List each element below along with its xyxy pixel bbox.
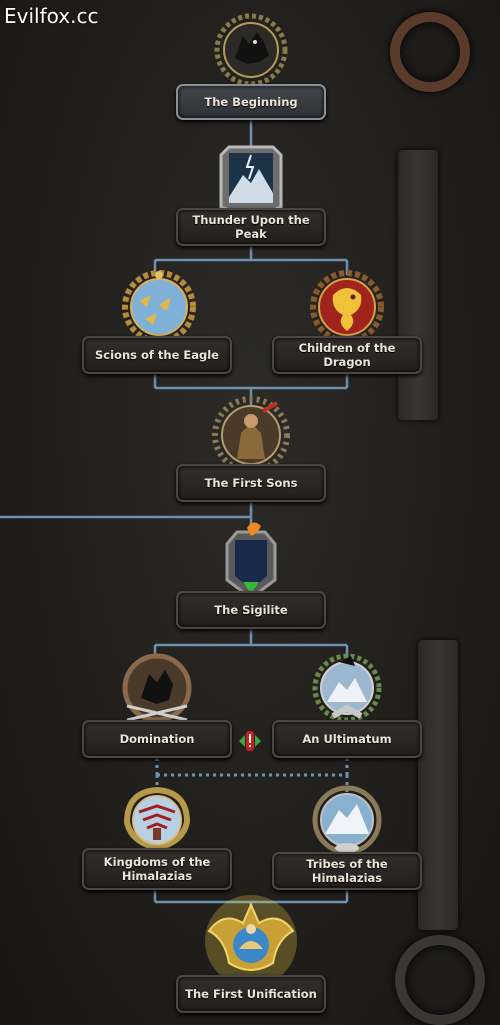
black-wolf-emblem-icon bbox=[207, 10, 295, 98]
focus-kingdoms-of-the-himalazias[interactable]: Kingdoms of the Himalazias bbox=[82, 782, 232, 912]
focus-domination[interactable]: Domination bbox=[82, 648, 232, 778]
focus-scions-of-the-eagle[interactable]: Scions of the Eagle bbox=[82, 265, 232, 395]
focus-the-sigilite[interactable]: The Sigilite bbox=[176, 520, 326, 650]
focus-thunder-upon-the-peak[interactable]: Thunder Upon the Peak bbox=[176, 137, 326, 267]
focus-the-first-sons[interactable]: The First Sons bbox=[176, 393, 326, 523]
frame-right-bar-bottom bbox=[418, 640, 458, 930]
eagles-icon bbox=[115, 265, 203, 353]
focus-label: Domination bbox=[82, 720, 232, 758]
pagoda-icon bbox=[113, 782, 201, 870]
focus-label: The Sigilite bbox=[176, 591, 326, 629]
focus-tribes-of-the-himalazias[interactable]: Tribes of the Himalazias bbox=[272, 782, 422, 912]
focus-label: An Ultimatum bbox=[272, 720, 422, 758]
focus-label: Kingdoms of the Himalazias bbox=[82, 848, 232, 890]
focus-label: Thunder Upon the Peak bbox=[176, 208, 326, 246]
warning-icon bbox=[237, 728, 263, 754]
flaming-banner-icon bbox=[207, 520, 295, 608]
frame-right-bar-top bbox=[398, 150, 438, 420]
frame-ring-bottom bbox=[395, 935, 485, 1025]
focus-children-of-the-dragon[interactable]: Children of the Dragon bbox=[272, 265, 422, 395]
watermark: Evilfox.cc bbox=[4, 4, 99, 28]
emperor-icon bbox=[203, 893, 299, 989]
focus-an-ultimatum[interactable]: An Ultimatum bbox=[272, 648, 422, 778]
focus-label: Scions of the Eagle bbox=[82, 336, 232, 374]
focus-label: The First Sons bbox=[176, 464, 326, 502]
focus-label: The First Unification bbox=[176, 975, 326, 1013]
frame-ring-top bbox=[390, 12, 470, 92]
focus-label: Children of the Dragon bbox=[272, 336, 422, 374]
focus-label: The Beginning bbox=[176, 84, 326, 120]
wolf-swords-icon bbox=[113, 648, 201, 736]
storm-mountain-icon bbox=[207, 137, 295, 225]
focus-label: Tribes of the Himalazias bbox=[272, 852, 422, 890]
golden-dragon-icon bbox=[303, 265, 391, 353]
focus-the-first-unification[interactable]: The First Unification bbox=[176, 895, 326, 1025]
focus-the-beginning[interactable]: The Beginning bbox=[176, 10, 326, 140]
